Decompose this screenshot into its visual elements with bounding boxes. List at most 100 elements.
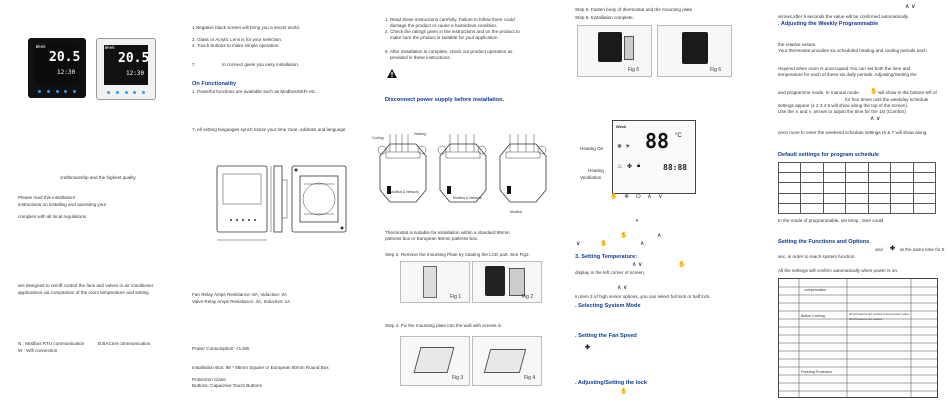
side-view-drawing <box>273 165 288 233</box>
text-line: 1.Negative black screen will bring you a… <box>192 25 301 30</box>
figure-caption: Fig 2 <box>522 294 534 300</box>
text-line: 4. Touch buttons to make simple operatio… <box>192 43 280 48</box>
lcd-time: 88:88 <box>663 163 688 172</box>
text-line: Please read this installation/ <box>18 195 76 200</box>
text-line: and programme mode. In manual mode, <box>778 90 860 95</box>
text-line: 3. Glass or Acrylic Lens is for your sel… <box>192 37 283 42</box>
hand-icon: ✋ <box>620 389 628 395</box>
text-line: for four times until the weekday schedul… <box>845 97 929 102</box>
power-icon: ◖ <box>635 218 639 224</box>
text-line: are designed to on/off control the fans … <box>18 283 154 288</box>
lcd-temperature: 88 <box>645 129 670 153</box>
text-line: damage the product or cause a hazardous … <box>390 23 498 28</box>
down-arrow-icon: ∨ <box>576 241 581 247</box>
touch-buttons <box>38 90 76 93</box>
diagram-label: Modbus & Network <box>453 196 482 200</box>
figure-caption: Fig 1 <box>450 294 462 300</box>
text-line: All the settings will confirm automatica… <box>778 268 899 273</box>
section-heading: Setting the Functions and Options <box>778 239 870 245</box>
wiring-diagram-1 <box>377 134 427 203</box>
text-line: Fan Relay Amps Resistance: 5A, Inductive… <box>192 292 287 297</box>
hand-icon: ✋ <box>870 89 878 95</box>
section-heading: On Functionality <box>192 81 237 87</box>
text-line: arrows,after 5 seconds the value will be… <box>778 14 909 19</box>
snowflake-icon: ❄ <box>617 144 623 150</box>
text-line: In item 3 of high senior options, you ca… <box>575 294 711 299</box>
text-line: B:BACnet communication <box>98 341 151 346</box>
lock-icon: 🔒︎ <box>637 163 641 169</box>
up-down-arrows-icon: ∧ ∨ <box>632 262 643 268</box>
text-line: Step 5. Fasten body of thermostat and th… <box>575 7 693 12</box>
text-line: will show in the bottom left of <box>878 90 937 95</box>
figure-6 <box>657 25 732 77</box>
text-line: 1. Powerful functions are available such… <box>192 89 317 94</box>
text-line: Step 2. Remove the mounting Plate by rot… <box>385 252 530 257</box>
text-line: Valve Relay Amps Resistance: 3A, Inducti… <box>192 299 291 304</box>
text-line: complies with all local regulations. <box>18 214 88 219</box>
functions-table: compensation Button Locking 00:All butto… <box>778 278 938 398</box>
lcd-unit: °C <box>675 133 682 139</box>
text-line: Protection Class: <box>192 377 227 382</box>
figure-3 <box>400 336 470 386</box>
section-heading: Disconnect power supply before installat… <box>385 97 505 103</box>
text-line: Step 6. Installation complete. <box>575 15 634 20</box>
text-line: provided in these instructions. <box>390 55 451 60</box>
sun-icon: ☀ <box>625 144 631 150</box>
text-line: In the mode of programmable, set temp., … <box>778 218 884 223</box>
lcd-annotation: Heating <box>588 168 604 173</box>
text-line: at the same time for 5 <box>900 247 945 252</box>
figure-caption: Fig 6 <box>710 67 722 73</box>
section-heading: . Setting the Fan Speed <box>575 333 637 339</box>
flame-icon: ♨ <box>617 164 623 170</box>
table-cell: Button Locking <box>801 314 825 318</box>
hand-icon: ✋ <box>620 233 628 239</box>
diagram-label: Cooling <box>372 136 384 140</box>
thermostat-white: Week 20.5 12:30 <box>96 38 156 100</box>
text-line: display in the left corner of screen. <box>575 270 645 275</box>
text-line: 7. All setting languages synch tonize yo… <box>192 127 346 132</box>
text-line: instructions on installing and operating… <box>18 202 107 207</box>
figure-5 <box>577 25 652 77</box>
section-heading: . Adjusting/Setting the lock <box>575 380 647 386</box>
lcd-annotation: Ventilation <box>580 175 602 180</box>
lcd-display: Week 88 °C 88:88 ❄ ☀ ♨ ✤ 🔒︎ <box>612 120 696 194</box>
text-line: Power Consumption: <1.5W <box>192 346 250 351</box>
figure-caption: Fig 4 <box>524 375 536 381</box>
text-line: applications via comparison of the room … <box>18 290 149 295</box>
text-line: the relative values. <box>778 42 817 47</box>
wiring-diagram-3 <box>499 134 547 203</box>
text-line: N : Modbus RTU communication <box>18 341 85 346</box>
lcd-button-row: ✋ ❄ ⏻ ∧ ∨ <box>610 194 663 200</box>
time-readout: 12:30 <box>57 69 76 76</box>
text-line: sec. in order to reach system function. <box>778 254 856 259</box>
fan-icon: ✤ <box>585 345 591 351</box>
text-line: temperature for each of these six daily … <box>778 72 917 77</box>
text-line: Your thermostat provides six scheduled h… <box>778 48 927 53</box>
text-line: make sure the product is suitable for yo… <box>390 35 499 40</box>
text-line: 2. Check the ratings given in the instru… <box>385 29 520 34</box>
table-cell: 00:All buttons are locked except power b… <box>849 312 910 316</box>
figure-4 <box>472 336 542 386</box>
hand-icon: ✋ <box>678 262 686 268</box>
text-line: Use the ∧ and ∨ arrows to adjust the tim… <box>778 109 906 114</box>
section-heading: . Selecting System Mode <box>575 303 641 309</box>
touch-buttons <box>107 91 145 94</box>
figure-caption: Fig 3 <box>452 375 464 381</box>
temperature-readout: 20.5 <box>118 51 150 66</box>
figure-caption: Fig 5 <box>628 67 640 73</box>
warning-icon <box>387 69 397 78</box>
week-label: Week <box>36 44 46 49</box>
figure-1 <box>400 261 470 303</box>
time-readout: 12:30 <box>126 70 145 77</box>
lcd-annotation: Heating On <box>580 146 604 151</box>
temperature-readout: 20.5 <box>49 50 81 65</box>
text-line: required when room is unoccupied.You can… <box>778 66 911 71</box>
back-view-drawing <box>291 165 347 233</box>
section-heading: Default settings for program schedule <box>778 152 880 158</box>
up-down-arrows-icon: ∧ ∨ <box>870 116 881 122</box>
text-line: craftsmanship and the highest quality <box>60 175 136 180</box>
text-line: settings appear (1 2 3 4 5 will show alo… <box>778 103 909 108</box>
table-cell: 01:All buttons are locked. <box>849 317 883 321</box>
text-line: Thermostat is suitable for installation … <box>385 230 510 235</box>
diagram-label: Heating <box>414 132 426 136</box>
